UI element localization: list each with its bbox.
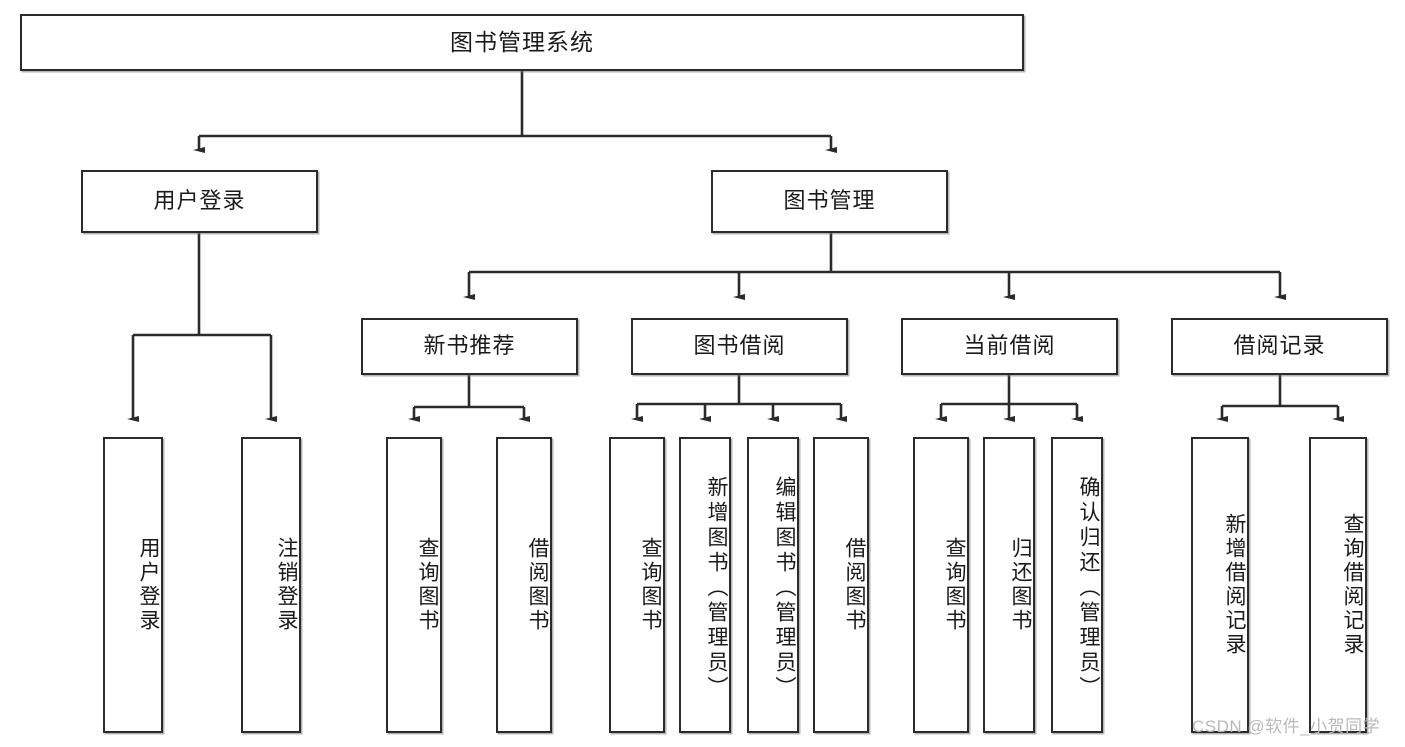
leaf-query-book-current[interactable]: 查询图书 [913, 437, 969, 733]
csdn-watermark: CSDN @软件_小贺同学 [1192, 717, 1381, 736]
leaf-label: 查询借阅记录 [1341, 513, 1364, 657]
node-new-book-recommend[interactable]: 新书推荐 [361, 318, 578, 375]
leaf-label: 编辑图书（管理员） [773, 475, 796, 701]
leaf-query-book-recommend[interactable]: 查询图书 [386, 437, 442, 733]
leaf-label: 新增图书（管理员） [705, 475, 728, 701]
leaf-logout-login[interactable]: 注销登录 [241, 437, 301, 733]
leaf-add-book-admin[interactable]: 新增图书（管理员） [679, 437, 731, 733]
leaf-label: 归还图书 [1009, 537, 1032, 633]
leaf-label: 新增借阅记录 [1223, 513, 1246, 657]
leaf-query-borrow-record[interactable]: 查询借阅记录 [1309, 437, 1367, 733]
node-root-system[interactable]: 图书管理系统 [20, 14, 1024, 71]
leaf-label: 确认归还（管理员） [1077, 475, 1100, 701]
leaf-add-borrow-record[interactable]: 新增借阅记录 [1191, 437, 1249, 733]
node-current-borrow[interactable]: 当前借阅 [901, 318, 1118, 375]
leaf-user-login[interactable]: 用户登录 [103, 437, 163, 733]
leaf-borrow-book-recommend[interactable]: 借阅图书 [496, 437, 552, 733]
leaf-label: 注销登录 [275, 537, 298, 633]
leaf-label: 查询图书 [416, 537, 439, 633]
leaf-borrow-book-borrow[interactable]: 借阅图书 [813, 437, 869, 733]
leaf-label: 借阅图书 [843, 537, 866, 633]
leaf-return-book[interactable]: 归还图书 [983, 437, 1035, 733]
leaf-label: 用户登录 [137, 537, 160, 633]
leaf-label: 借阅图书 [526, 537, 549, 633]
node-book-management[interactable]: 图书管理 [711, 170, 948, 233]
leaf-label: 查询图书 [943, 537, 966, 633]
node-book-borrow[interactable]: 图书借阅 [631, 318, 848, 375]
leaf-query-book-borrow[interactable]: 查询图书 [609, 437, 665, 733]
leaf-edit-book-admin[interactable]: 编辑图书（管理员） [747, 437, 799, 733]
node-user-login[interactable]: 用户登录 [81, 170, 318, 233]
leaf-label: 查询图书 [639, 537, 662, 633]
leaf-confirm-return-admin[interactable]: 确认归还（管理员） [1051, 437, 1103, 733]
node-borrow-record[interactable]: 借阅记录 [1171, 318, 1388, 375]
